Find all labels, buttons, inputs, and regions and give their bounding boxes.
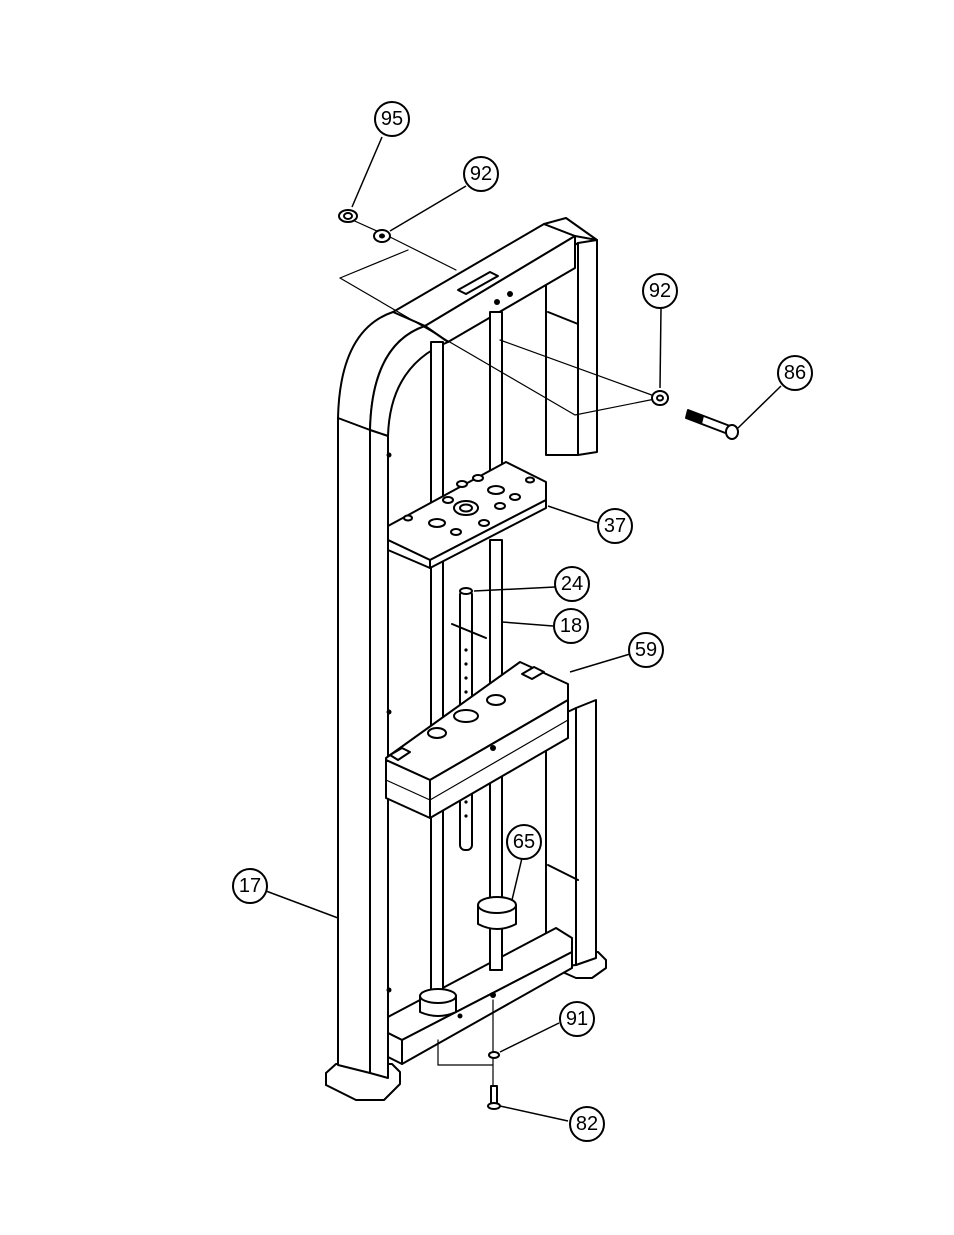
bolt-82	[488, 1086, 500, 1109]
rubber-bumper-left	[420, 989, 456, 1016]
bottom-cross-member	[386, 928, 572, 1064]
callout-59: 59	[629, 633, 663, 667]
svg-text:92: 92	[470, 163, 492, 185]
rubber-bumper-right	[478, 897, 516, 929]
weight-stack	[386, 662, 568, 818]
guide-rod-right	[490, 312, 502, 970]
nut-95	[339, 210, 357, 222]
callout-95: 95	[375, 102, 409, 136]
callout-82: 82	[570, 1107, 604, 1141]
svg-text:17: 17	[239, 875, 261, 897]
callout-92-right: 92	[643, 274, 677, 308]
callout-65: 65	[507, 825, 541, 859]
washer-92-top	[374, 230, 390, 242]
svg-text:59: 59	[635, 639, 657, 661]
svg-text:95: 95	[381, 108, 403, 130]
svg-text:24: 24	[561, 573, 583, 595]
callout-17: 17	[233, 869, 267, 903]
svg-text:65: 65	[513, 831, 535, 853]
top-plate	[388, 462, 546, 568]
callout-24: 24	[555, 567, 589, 601]
callout-18: 18	[554, 609, 588, 643]
callout-37: 37	[598, 509, 632, 543]
svg-text:92: 92	[649, 280, 671, 302]
callout-91: 91	[560, 1002, 594, 1036]
svg-text:18: 18	[560, 615, 582, 637]
guide-rod-left	[431, 342, 443, 1002]
front-main-upright	[338, 418, 392, 1078]
washer-91	[489, 1052, 499, 1058]
washer-92-right	[652, 391, 668, 405]
callout-86: 86	[778, 356, 812, 390]
svg-text:37: 37	[604, 515, 626, 537]
callout-92-top: 92	[464, 157, 498, 191]
bolt-86	[686, 410, 738, 439]
svg-text:86: 86	[784, 362, 806, 384]
svg-text:82: 82	[576, 1113, 598, 1135]
svg-text:91: 91	[566, 1008, 588, 1030]
